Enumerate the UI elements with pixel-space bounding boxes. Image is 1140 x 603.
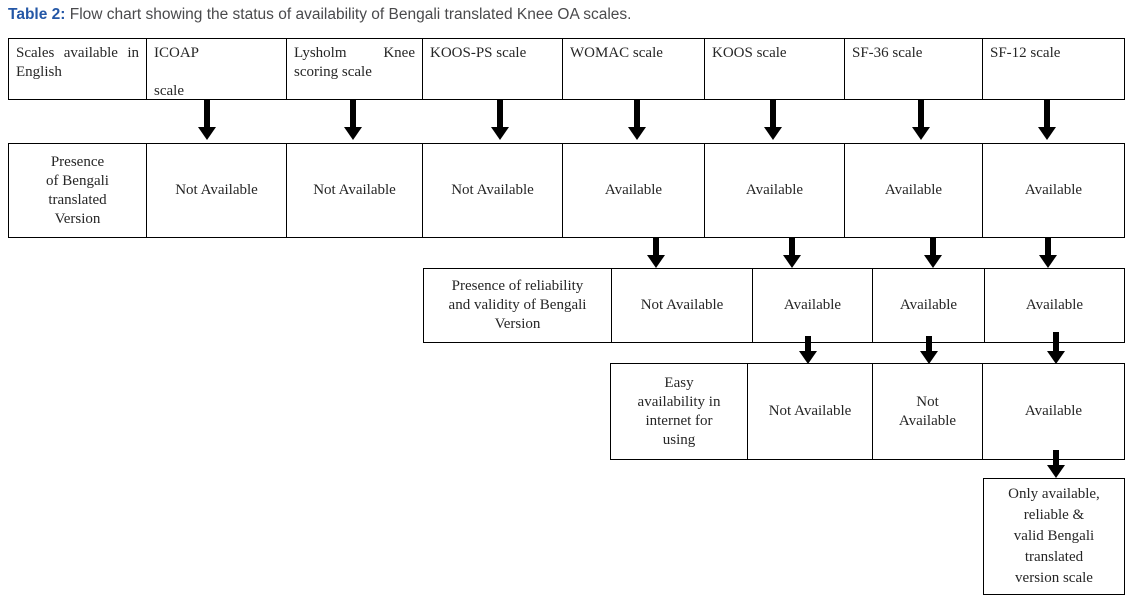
box-koos-scale: KOOS scale bbox=[704, 38, 845, 100]
arrow-stem bbox=[926, 336, 932, 351]
arrow-stem bbox=[1045, 238, 1051, 255]
down-arrow-icon bbox=[783, 238, 801, 268]
arrow-stem bbox=[497, 100, 503, 127]
arrow-head bbox=[783, 255, 801, 268]
box-reliability-womac-status: Not Available bbox=[611, 268, 753, 343]
row-internet-availability: Easy availability in internet for using … bbox=[610, 363, 1125, 460]
arrow-head bbox=[912, 127, 930, 140]
arrow-stem bbox=[1053, 450, 1059, 465]
down-arrow-icon bbox=[924, 238, 942, 268]
box-womac-scale: WOMAC scale bbox=[562, 38, 705, 100]
box-reliability-sf36-status: Available bbox=[872, 268, 985, 343]
caption-label: Table 2: bbox=[8, 6, 66, 23]
arrow-head bbox=[1039, 255, 1057, 268]
arrow-stem bbox=[805, 336, 811, 351]
down-arrow-icon bbox=[920, 336, 938, 364]
arrow-head bbox=[799, 351, 817, 364]
arrow-head bbox=[198, 127, 216, 140]
arrow-head bbox=[924, 255, 942, 268]
box-presence-bengali-version-label: Presence of Bengali translated Version bbox=[8, 143, 147, 238]
box-bengali-sf12-status: Available bbox=[982, 143, 1125, 238]
arrow-stem bbox=[653, 238, 659, 255]
arrow-stem bbox=[634, 100, 640, 127]
arrow-stem bbox=[1053, 332, 1059, 351]
box-lysholm-knee-scoring-scale: Lysholm Knee scoring scale bbox=[286, 38, 423, 100]
down-arrow-icon bbox=[491, 100, 509, 140]
box-reliability-sf12-status: Available bbox=[984, 268, 1125, 343]
arrow-head bbox=[647, 255, 665, 268]
down-arrow-icon bbox=[647, 238, 665, 268]
down-arrow-icon bbox=[1038, 100, 1056, 140]
row-bengali-version: Presence of Bengali translated Version N… bbox=[8, 143, 1125, 238]
box-internet-availability-label: Easy availability in internet for using bbox=[610, 363, 748, 460]
down-arrow-icon bbox=[198, 100, 216, 140]
row-reliability-validity: Presence of reliability and validity of … bbox=[423, 268, 1125, 343]
down-arrow-icon bbox=[628, 100, 646, 140]
figure-caption: Table 2: Flow chart showing the status o… bbox=[8, 6, 631, 24]
box-reliability-koos-status: Available bbox=[752, 268, 873, 343]
arrow-head bbox=[1047, 465, 1065, 478]
box-bengali-koos-status: Available bbox=[704, 143, 845, 238]
arrow-stem bbox=[918, 100, 924, 127]
arrow-stem bbox=[789, 238, 795, 255]
box-internet-sf12-status: Available bbox=[982, 363, 1125, 460]
arrow-head bbox=[1038, 127, 1056, 140]
box-reliability-validity-label: Presence of reliability and validity of … bbox=[423, 268, 612, 343]
arrow-head bbox=[491, 127, 509, 140]
down-arrow-icon bbox=[1047, 450, 1065, 478]
box-bengali-icoap-status: Not Available bbox=[146, 143, 287, 238]
box-final-conclusion: Only available, reliable & valid Bengali… bbox=[983, 478, 1125, 595]
arrow-stem bbox=[1044, 100, 1050, 127]
caption-text: Flow chart showing the status of availab… bbox=[69, 6, 632, 23]
box-internet-koos-status: Not Available bbox=[747, 363, 873, 460]
arrow-head bbox=[628, 127, 646, 140]
box-sf36-scale: SF-36 scale bbox=[844, 38, 983, 100]
down-arrow-icon bbox=[1047, 332, 1065, 364]
arrow-head bbox=[344, 127, 362, 140]
arrow-head bbox=[764, 127, 782, 140]
down-arrow-icon bbox=[764, 100, 782, 140]
box-scales-available-in-english: Scales available in English bbox=[8, 38, 147, 100]
box-sf12-scale: SF-12 scale bbox=[982, 38, 1125, 100]
arrow-stem bbox=[930, 238, 936, 255]
box-bengali-koos-ps-status: Not Available bbox=[422, 143, 563, 238]
row-scales-header: Scales available in English ICOAP scale … bbox=[8, 38, 1125, 100]
arrow-stem bbox=[204, 100, 210, 127]
box-bengali-lysholm-status: Not Available bbox=[286, 143, 423, 238]
down-arrow-icon bbox=[344, 100, 362, 140]
arrow-stem bbox=[770, 100, 776, 127]
box-internet-sf36-status: Not Available bbox=[872, 363, 983, 460]
arrow-stem bbox=[350, 100, 356, 127]
box-bengali-womac-status: Available bbox=[562, 143, 705, 238]
arrow-head bbox=[920, 351, 938, 364]
down-arrow-icon bbox=[1039, 238, 1057, 268]
down-arrow-icon bbox=[912, 100, 930, 140]
arrow-head bbox=[1047, 351, 1065, 364]
box-bengali-sf36-status: Available bbox=[844, 143, 983, 238]
box-koos-ps-scale: KOOS-PS scale bbox=[422, 38, 563, 100]
down-arrow-icon bbox=[799, 336, 817, 364]
box-icoap-scale: ICOAP scale bbox=[146, 38, 287, 100]
